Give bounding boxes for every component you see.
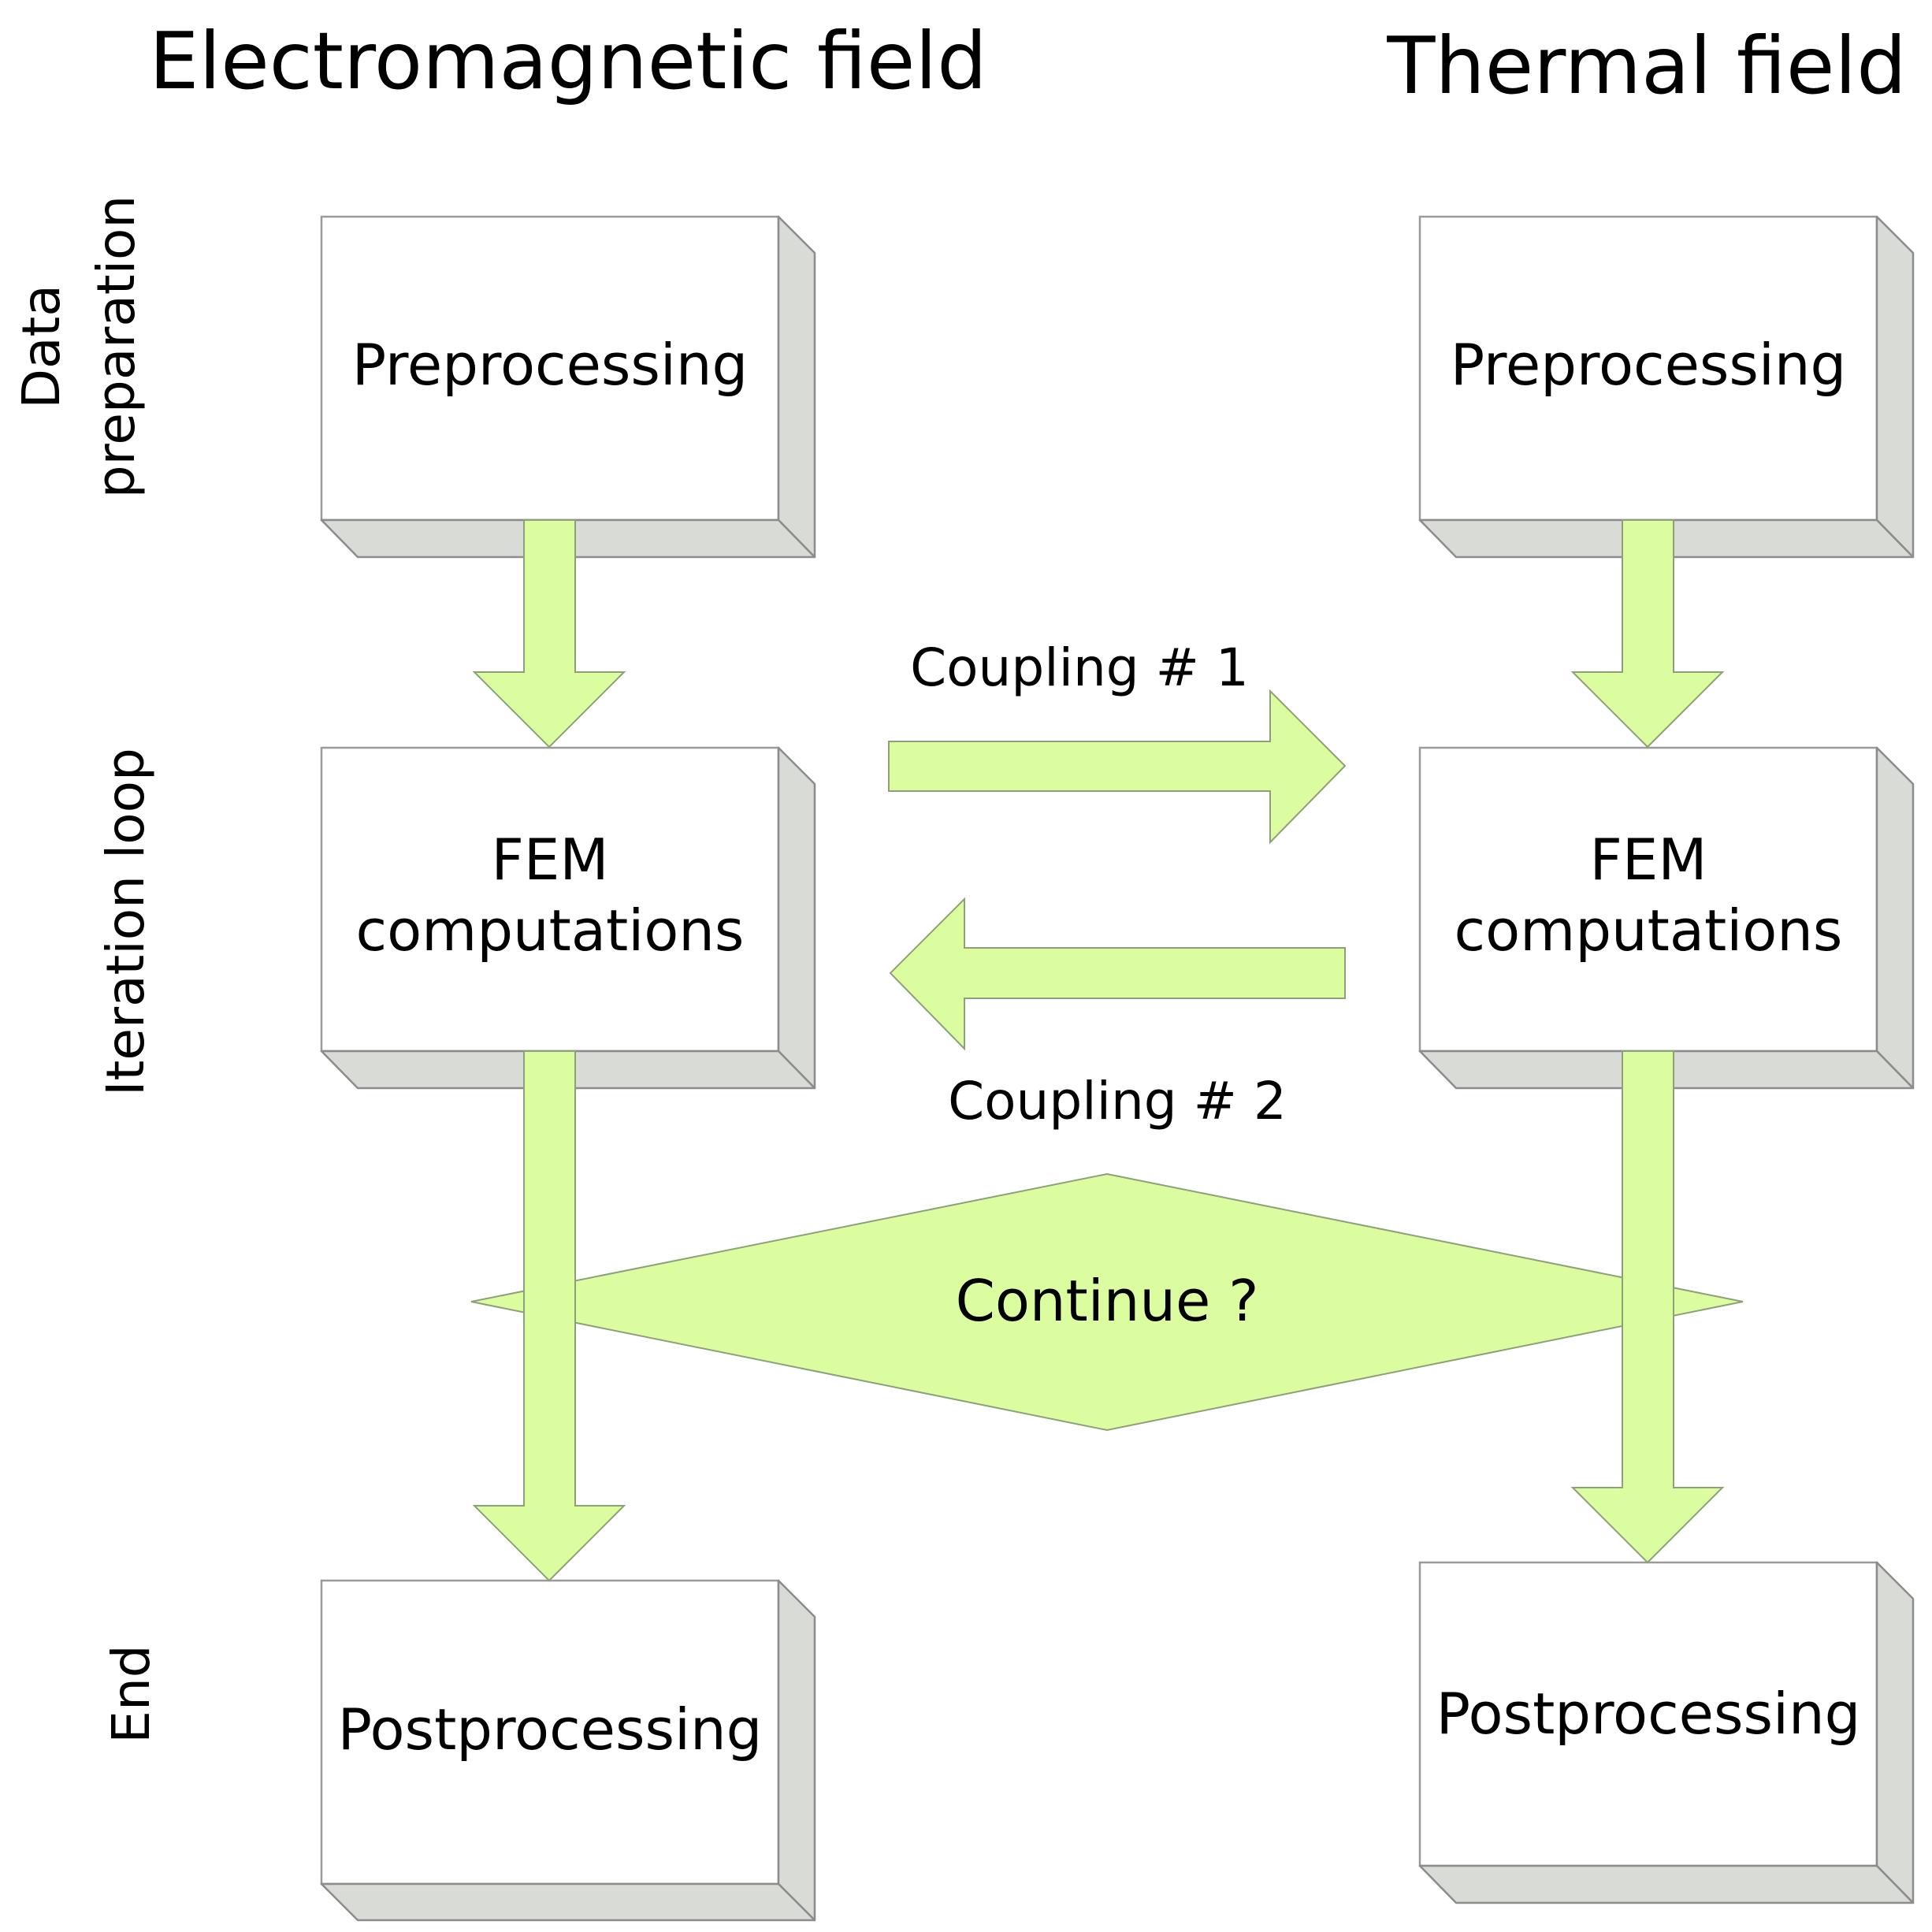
- row-label-iteration-loop-text: Iteration loop: [95, 748, 156, 1096]
- box-left-postprocessing-label: Postprocessing: [338, 1696, 763, 1763]
- arrow-coupling-2-left: [889, 897, 1346, 1051]
- coupling-1-label: Coupling # 1: [910, 637, 1249, 698]
- row-label-iteration-loop: Iteration loop: [95, 748, 156, 1096]
- decision-diamond-continue: [470, 1172, 1744, 1432]
- arrow-left-pre-to-fem: [472, 519, 626, 749]
- header-electromagnetic-field: Electromagnetic field: [149, 15, 986, 107]
- box-left-fem-computations: FEM computations: [320, 746, 816, 1090]
- box-right-fem-label-line-1: FEM: [1589, 827, 1707, 893]
- box-left-fem-label-line-2: computations: [356, 897, 745, 964]
- header-thermal-field: Thermal field: [1386, 20, 1906, 112]
- box-left-fem-label-line-1: FEM: [491, 827, 608, 893]
- box-right-postprocessing: Postprocessing: [1418, 1561, 1915, 1904]
- row-label-data-line-2: preparation: [86, 195, 147, 499]
- row-label-data-line-1: Data: [11, 284, 72, 409]
- box-right-postprocessing-label: Postprocessing: [1436, 1681, 1861, 1747]
- box-right-preprocessing: Preprocessing: [1418, 215, 1915, 559]
- arrow-coupling-1-right: [888, 689, 1347, 845]
- row-label-data-preparation: Data preparation: [11, 195, 147, 499]
- coupling-2-label: Coupling # 2: [948, 1071, 1287, 1131]
- arrow-right-fem-to-post: [1570, 1050, 1725, 1564]
- box-right-preprocessing-label: Preprocessing: [1451, 332, 1847, 398]
- box-right-fem-label-line-2: computations: [1455, 897, 1843, 964]
- box-right-fem-computations: FEM computations: [1418, 746, 1915, 1090]
- arrow-right-pre-to-fem: [1570, 519, 1725, 749]
- arrow-left-fem-to-post: [472, 1050, 626, 1582]
- box-left-preprocessing: Preprocessing: [320, 215, 816, 559]
- box-left-preprocessing-label: Preprocessing: [352, 332, 749, 398]
- decision-continue-label: Continue ?: [956, 1268, 1259, 1334]
- row-label-end: End: [101, 1644, 162, 1743]
- box-left-postprocessing: Postprocessing: [320, 1579, 816, 1922]
- row-label-end-text: End: [101, 1644, 162, 1743]
